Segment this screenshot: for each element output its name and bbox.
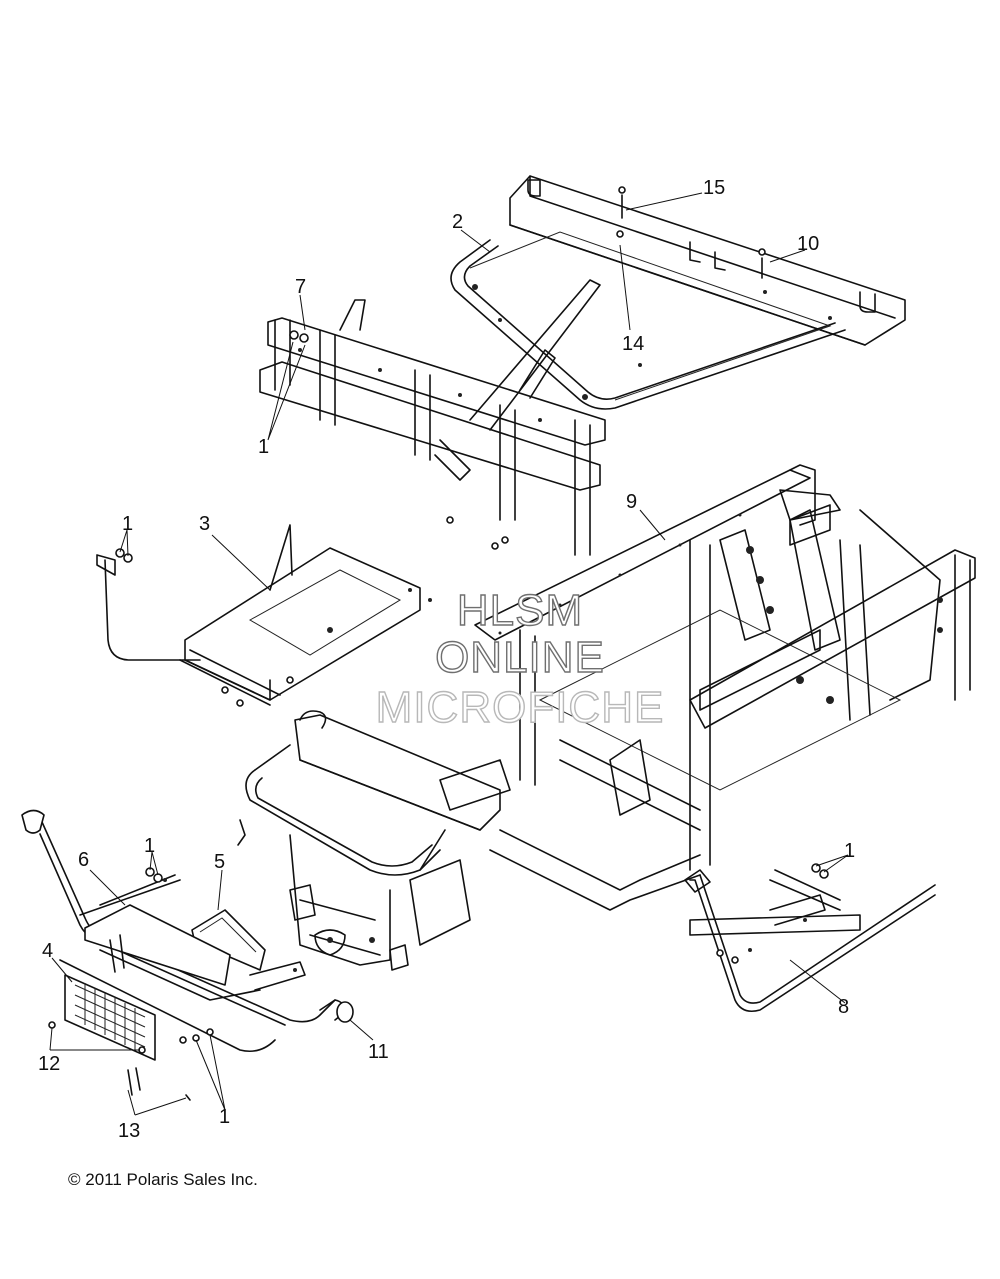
copyright-notice: © 2011 Polaris Sales Inc. xyxy=(68,1170,258,1189)
part-7-upper-frame xyxy=(259,279,606,556)
part-4-grille xyxy=(64,974,156,1061)
callout-2: 2 xyxy=(452,211,463,233)
part-2-cargo-frame xyxy=(450,175,906,410)
watermark-line-3: MICROFICHE xyxy=(376,683,665,732)
watermark-line-2: ONLINE xyxy=(435,633,605,682)
callout-7: 7 xyxy=(295,276,306,298)
part-6-front-bumper xyxy=(21,809,346,1053)
watermark-line-1: HLSM xyxy=(457,586,583,635)
callout-1-lower: 1 xyxy=(219,1106,230,1128)
callout-6: 6 xyxy=(78,849,89,871)
callout-4: 4 xyxy=(42,940,53,962)
part-8-side-rail xyxy=(684,869,936,1013)
part-11-plug xyxy=(336,1001,354,1023)
callout-3: 3 xyxy=(199,513,210,535)
callout-12: 12 xyxy=(38,1053,60,1075)
callout-13: 13 xyxy=(118,1120,140,1142)
part-3-floor-panel xyxy=(96,524,432,706)
leader-lines xyxy=(49,192,849,1116)
callout-1-upper: 1 xyxy=(258,436,269,458)
callout-10: 10 xyxy=(797,233,819,255)
callout-labels: 15 2 10 7 14 1 1 3 9 6 1 5 1 4 8 11 12 1… xyxy=(38,177,855,1142)
callout-14: 14 xyxy=(622,333,644,355)
callout-1-left: 1 xyxy=(122,513,133,535)
callout-1-bumper: 1 xyxy=(144,835,155,857)
callout-1-right: 1 xyxy=(844,840,855,862)
callout-15: 15 xyxy=(703,177,725,199)
callout-8: 8 xyxy=(838,996,849,1018)
callout-11: 11 xyxy=(368,1041,389,1063)
callout-9: 9 xyxy=(626,491,637,513)
part-9-main-frame xyxy=(474,464,976,871)
watermark: HLSM ONLINE MICROFICHE xyxy=(375,585,665,732)
callout-5: 5 xyxy=(214,851,225,873)
hardware-fasteners xyxy=(48,186,829,1101)
front-frame-section xyxy=(237,710,701,971)
